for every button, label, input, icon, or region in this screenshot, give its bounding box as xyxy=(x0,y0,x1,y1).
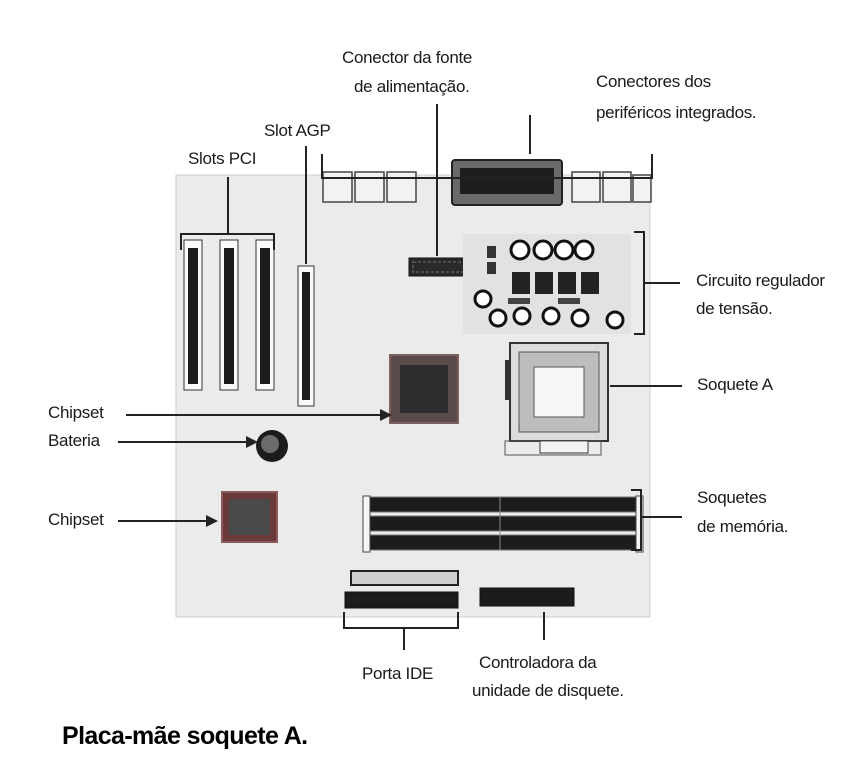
label-ide-port: Porta IDE xyxy=(362,664,433,683)
ide-ports xyxy=(344,570,459,609)
label-integrated-peripherals-line1: Conectores dos xyxy=(596,72,711,91)
label-battery: Bateria xyxy=(48,431,100,450)
label-power-connector-line1: Conector da fonte xyxy=(342,48,473,67)
label-voltage-regulator-line2: de tensão. xyxy=(696,299,773,318)
label-floppy-controller-line1: Controladora da xyxy=(479,653,597,672)
pci-slots xyxy=(183,239,275,391)
memory-sockets xyxy=(362,495,644,553)
label-socket-a: Soquete A xyxy=(697,375,773,394)
label-slots-pci: Slots PCI xyxy=(188,149,257,168)
label-voltage-regulator-line1: Circuito regulador xyxy=(696,271,825,290)
label-chipset-south: Chipset xyxy=(48,510,104,529)
battery-arrow xyxy=(246,436,258,448)
label-chipset-north: Chipset xyxy=(48,403,104,422)
socket-a xyxy=(504,342,609,456)
figure-caption: Placa-mãe soquete A. xyxy=(62,722,308,750)
label-integrated-peripherals-line2: periféricos integrados. xyxy=(596,103,757,122)
callout-lines xyxy=(118,104,682,650)
chipset-north-arrow xyxy=(380,409,392,421)
label-slot-agp: Slot AGP xyxy=(264,121,331,140)
battery xyxy=(256,430,288,462)
voltage-regulator-circuit xyxy=(463,234,631,334)
label-memory-sockets-line1: Soquetes xyxy=(697,488,767,507)
floppy-controller-connector xyxy=(479,587,575,607)
label-memory-sockets-line2: de memória. xyxy=(697,517,789,536)
agp-slot xyxy=(297,265,315,407)
label-floppy-controller-line2: unidade de disquete. xyxy=(472,681,624,700)
chipset-north xyxy=(389,354,459,424)
label-power-connector-line2: de alimentação. xyxy=(354,77,470,96)
chipset-south xyxy=(221,491,278,543)
chipset-south-arrow xyxy=(206,515,218,527)
